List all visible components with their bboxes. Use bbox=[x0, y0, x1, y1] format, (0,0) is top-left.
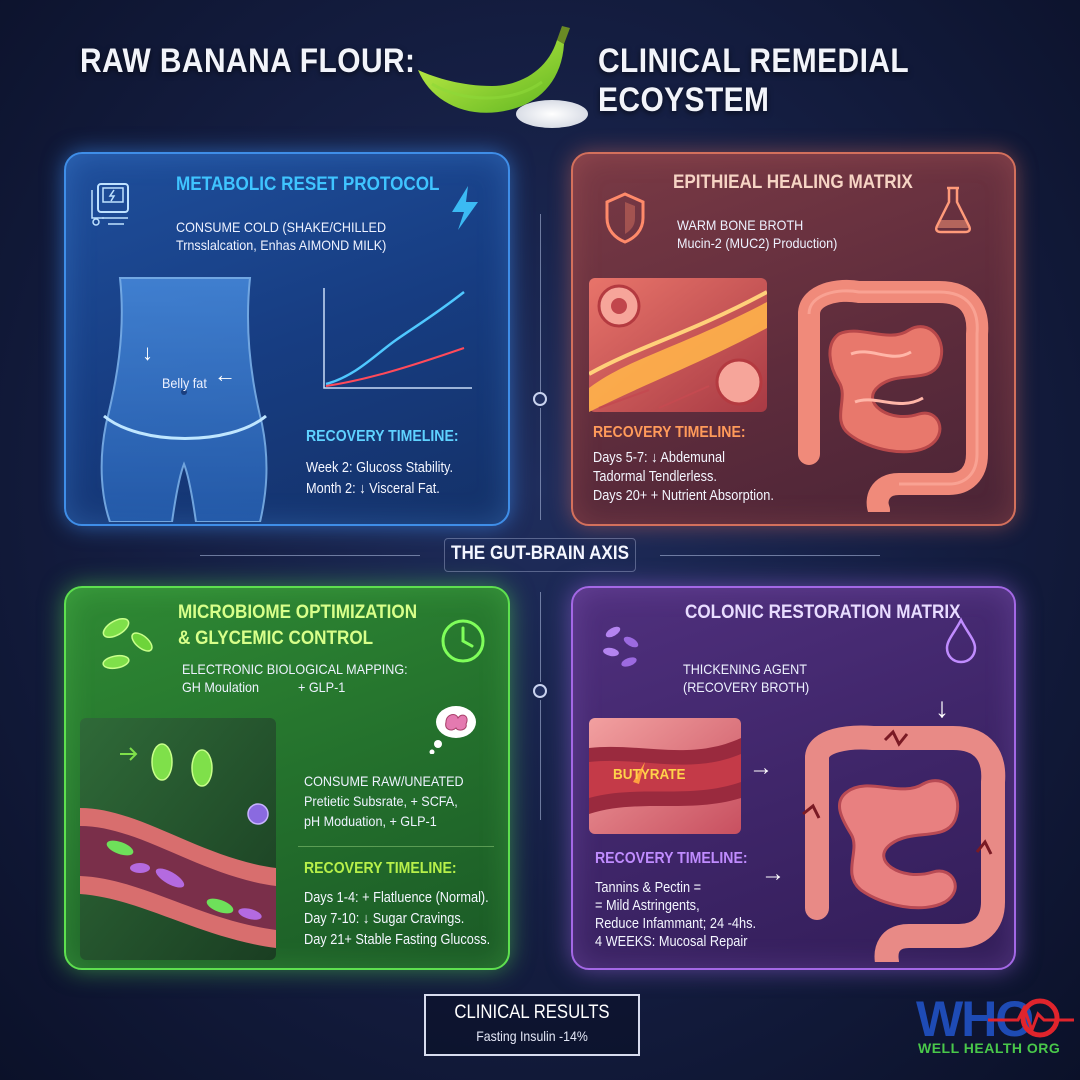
bacteria-icon bbox=[603, 626, 639, 667]
scale-icon bbox=[91, 183, 129, 226]
droplet-icon bbox=[945, 617, 977, 664]
right-arrow-icon: → bbox=[749, 754, 773, 781]
metabolic-line1: CONSUME COLD (SHAKE/CHILLED bbox=[176, 219, 387, 235]
glucose-trend-chart bbox=[323, 288, 472, 389]
mapping-line2b: + GLP-1 bbox=[298, 679, 346, 695]
connector-line bbox=[540, 700, 541, 820]
metabolic-timeline-heading: RECOVERY TIMELINE: bbox=[306, 428, 459, 445]
colonic-timeline-item: Reduce Infammant; 24 -4hs. bbox=[595, 916, 757, 932]
clock-icon bbox=[441, 619, 485, 663]
microbiome-title-line1: MICROBIOME OPTIMIZATION bbox=[178, 602, 418, 623]
colonic-timeline-item: 4 WEEKS: Mucosal Repair bbox=[595, 934, 748, 950]
epithelial-line1: WARM BONE BROTH bbox=[677, 217, 804, 233]
left-arrow-icon: ← bbox=[214, 362, 236, 387]
bacteria-icon bbox=[102, 617, 153, 670]
metabolic-line2: Trnsslalcation, Enhas AIMOND MILK) bbox=[176, 237, 387, 253]
connector-line bbox=[540, 214, 541, 394]
colonic-timeline-heading: RECOVERY TIMELINE: bbox=[595, 850, 748, 867]
colonic-timeline-item: = Mild Astringents, bbox=[595, 898, 700, 914]
epithelial-healing-panel: EPITHIEAL HEALING MATRIX WARM BONE BROTH… bbox=[571, 152, 1016, 526]
divider bbox=[298, 846, 494, 847]
colonic-line2: (RECOVERY BROTH) bbox=[683, 679, 810, 695]
colonic-line1: THICKENING AGENT bbox=[683, 661, 807, 677]
metabolic-timeline-item: Month 2: ↓ Visceral Fat. bbox=[306, 481, 440, 497]
epithelial-tissue-illustration bbox=[589, 278, 767, 412]
microbiome-timeline-heading: RECOVERY TIMELINE: bbox=[304, 860, 457, 877]
microbiome-timeline-item: Day 21+ Stable Fasting Glucoss. bbox=[304, 932, 491, 948]
intestines-illustration bbox=[798, 279, 989, 512]
clinical-results-subtitle: Fasting Insulin -14% bbox=[476, 1028, 588, 1044]
lightning-icon bbox=[452, 186, 478, 230]
logo-tagline: WELL HEALTH ORG bbox=[918, 1040, 1061, 1056]
colon-illustration bbox=[802, 725, 1006, 962]
epithelial-line2: Mucin-2 (MUC2) Production) bbox=[677, 235, 838, 251]
down-arrow-icon: ↓ bbox=[142, 340, 153, 365]
connector-line bbox=[200, 555, 420, 556]
shield-icon bbox=[605, 192, 645, 244]
clinical-results-title: CLINICAL RESULTS bbox=[454, 1002, 610, 1023]
gut-brain-axis-label: THE GUT-BRAIN AXIS bbox=[451, 543, 629, 564]
epithelial-title: EPITHIEAL HEALING MATRIX bbox=[673, 172, 913, 193]
banana-icon bbox=[418, 26, 588, 128]
colonic-timeline-item: Tannins & Pectin = bbox=[595, 880, 702, 896]
body-silhouette-illustration bbox=[100, 277, 268, 522]
colonic-restoration-panel: COLONIC RESTORATION MATRIX THICKENING AG… bbox=[571, 586, 1016, 970]
title-left: RAW BANANA FLOUR: bbox=[80, 42, 416, 80]
connector-line bbox=[660, 555, 880, 556]
mapping-line2a: GH Moulation bbox=[182, 679, 260, 695]
well-health-logo: WHO WELL HEALTH ORG bbox=[914, 990, 1076, 1060]
microbiome-panel: MICROBIOME OPTIMIZATION & GLYCEMIC CONTR… bbox=[64, 586, 510, 970]
right-arrow-icon: → bbox=[761, 860, 785, 887]
microbiome-title-line2: & GLYCEMIC CONTROL bbox=[178, 628, 374, 649]
down-arrow-icon: ↓ bbox=[935, 692, 949, 723]
connector-node bbox=[533, 684, 547, 698]
butyrate-tissue-illustration bbox=[589, 718, 741, 834]
microbiome-timeline-item: Day 7-10: ↓ Sugar Cravings. bbox=[304, 911, 465, 927]
colonic-title: COLONIC RESTORATION MATRIX bbox=[685, 602, 961, 623]
metabolic-reset-panel: METABOLIC RESET PROTOCOL CONSUME COLD (S… bbox=[64, 152, 510, 526]
epithelial-timeline-item: Days 5-7: ↓ Abdemunal bbox=[593, 450, 725, 466]
title-right: CLINICAL REMEDIAL ECOYSTEM bbox=[598, 42, 909, 119]
gut-brain-axis-box bbox=[444, 538, 636, 572]
gut-microbiome-illustration bbox=[80, 718, 276, 960]
brain-thought-icon bbox=[429, 706, 476, 754]
consume-line3: pH Moduation, + GLP-1 bbox=[304, 813, 437, 829]
consume-line1: CONSUME RAW/UNEATED bbox=[304, 773, 464, 789]
flask-icon bbox=[934, 186, 972, 234]
connector-line bbox=[540, 408, 541, 520]
epithelial-timeline-heading: RECOVERY TIMELINE: bbox=[593, 424, 746, 441]
epithelial-timeline-item: Days 20+ + Nutrient Absorption. bbox=[593, 488, 774, 504]
epithelial-timeline-item: Tadormal Tendlerless. bbox=[593, 469, 717, 485]
consume-line2: Pretietic Subsrate, + SCFA, bbox=[304, 793, 458, 809]
butyrate-label: BUTYRATE bbox=[613, 766, 686, 783]
clinical-results-box: CLINICAL RESULTS Fasting Insulin -14% bbox=[424, 994, 640, 1056]
metabolic-timeline-item: Week 2: Glucoss Stability. bbox=[306, 460, 454, 476]
connector-node bbox=[533, 392, 547, 406]
metabolic-title: METABOLIC RESET PROTOCOL bbox=[176, 174, 440, 195]
heartbeat-icon bbox=[988, 998, 1074, 1038]
microbiome-timeline-item: Days 1-4: + Flatluence (Normal). bbox=[304, 890, 489, 906]
mapping-line1: ELECTRONIC BIOLOGICAL MAPPING: bbox=[182, 661, 408, 677]
belly-fat-label: Belly fat bbox=[162, 375, 207, 391]
connector-line bbox=[540, 592, 541, 682]
